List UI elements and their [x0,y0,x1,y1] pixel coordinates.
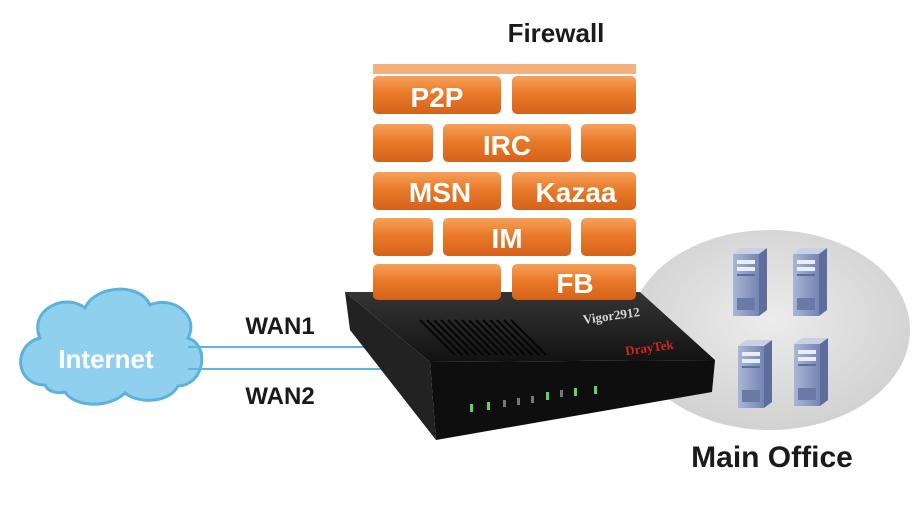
firewall-title: Firewall [508,18,605,48]
wan2-label: WAN2 [245,383,314,410]
firewall-wall [373,64,636,300]
server-icon [793,248,827,316]
server-icon [794,338,828,406]
server-icon [733,248,767,316]
status-led [574,388,577,396]
status-led [546,392,549,400]
wan1-label: WAN1 [245,313,314,340]
status-led [470,404,473,412]
router-brand-label: DrayTek [624,337,675,359]
wall-label-fb: FB [556,268,593,299]
router-device [345,292,715,440]
status-led [594,386,597,394]
wall-label-p2p: P2P [411,82,464,113]
wall-label-msn: MSN [409,177,471,208]
wall-label-irc: IRC [483,130,531,161]
wall-label-im: IM [491,223,522,254]
server-icon [738,340,772,408]
wall-label-kazaa: Kazaa [536,177,617,208]
internet-cloud-icon [19,287,204,406]
status-led [487,402,490,410]
main-office-label: Main Office [691,441,853,474]
internet-label: Internet [58,344,154,374]
